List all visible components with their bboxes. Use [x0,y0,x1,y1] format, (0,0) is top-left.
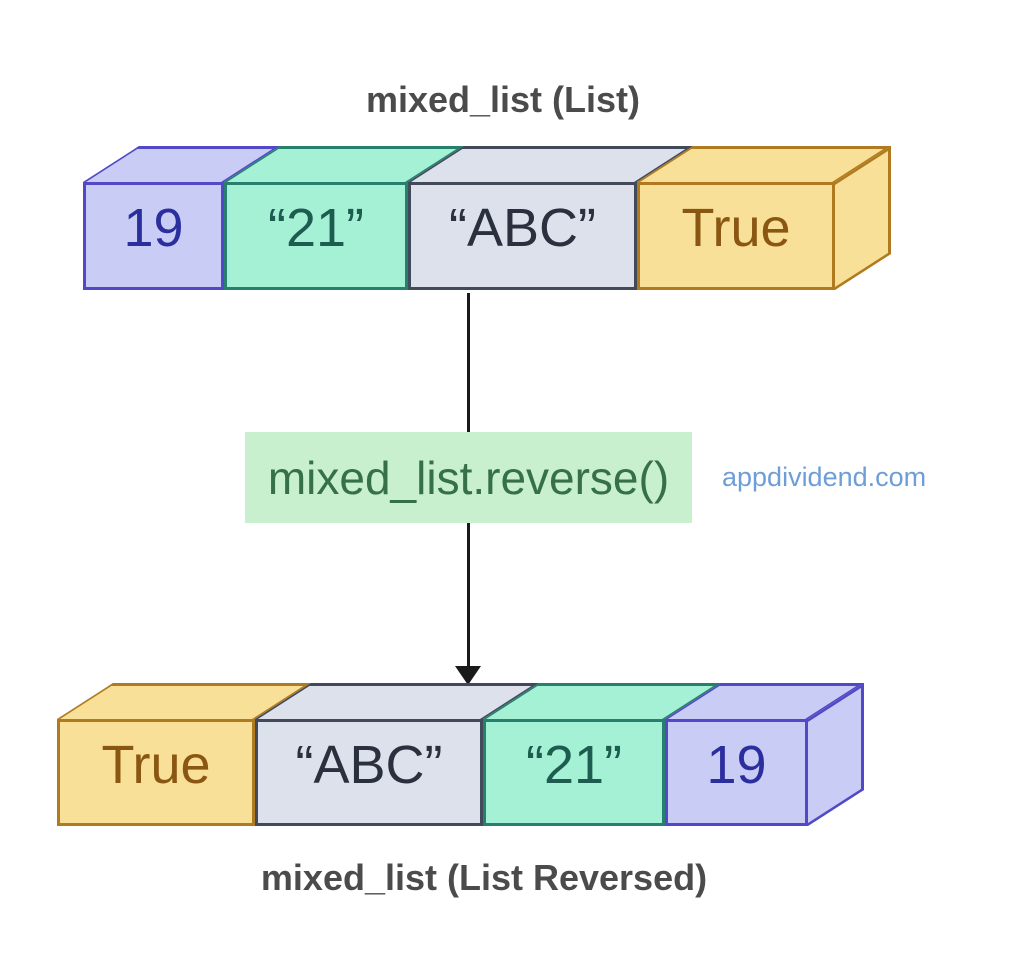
cell-label: “ABC” [449,198,596,258]
cell-label: “ABC” [295,734,443,795]
bottom-cell-str-21: “21” [483,683,722,826]
bottom-cell-int-19: 19 [665,682,865,826]
top-list: 19 “21” “ABC” True [0,145,1024,290]
cell-front-face: 19 [83,182,224,290]
top-cell-str-abc: “ABC” [408,146,694,290]
bottom-cell-str-abc: “ABC” [255,683,540,826]
top-list-title: mixed_list (List) [365,79,641,120]
cell-front-face: “ABC” [255,719,483,826]
top-cell-str-21: “21” [224,146,465,290]
cell-label: 19 [706,734,767,795]
cell-front-face: “21” [483,719,665,826]
cell-label: True [101,734,211,795]
operation-label: mixed_list.reverse() [267,451,670,504]
bottom-list-title: mixed_list (List Reversed) [260,857,708,898]
reverse-arrow-head-icon [455,666,481,685]
cell-label: “21” [267,198,365,258]
top-cell-int-19: 19 [83,146,281,290]
cell-label: 19 [123,198,184,258]
top-cell-bool-true: True [637,145,892,290]
bottom-cell-bool-true: True [57,683,312,826]
watermark-link[interactable]: appdividend.com [722,462,927,492]
cell-front-face: “21” [224,182,408,290]
cell-front-face: True [57,719,255,826]
bottom-list: True “ABC” “21” 19 [0,682,1024,826]
cell-label: “21” [525,734,623,795]
cell-front-face: 19 [665,719,808,826]
cell-front-face: True [637,182,835,290]
operation-box: mixed_list.reverse() [245,432,692,523]
cell-label: True [681,198,791,258]
cell-front-face: “ABC” [408,182,637,290]
